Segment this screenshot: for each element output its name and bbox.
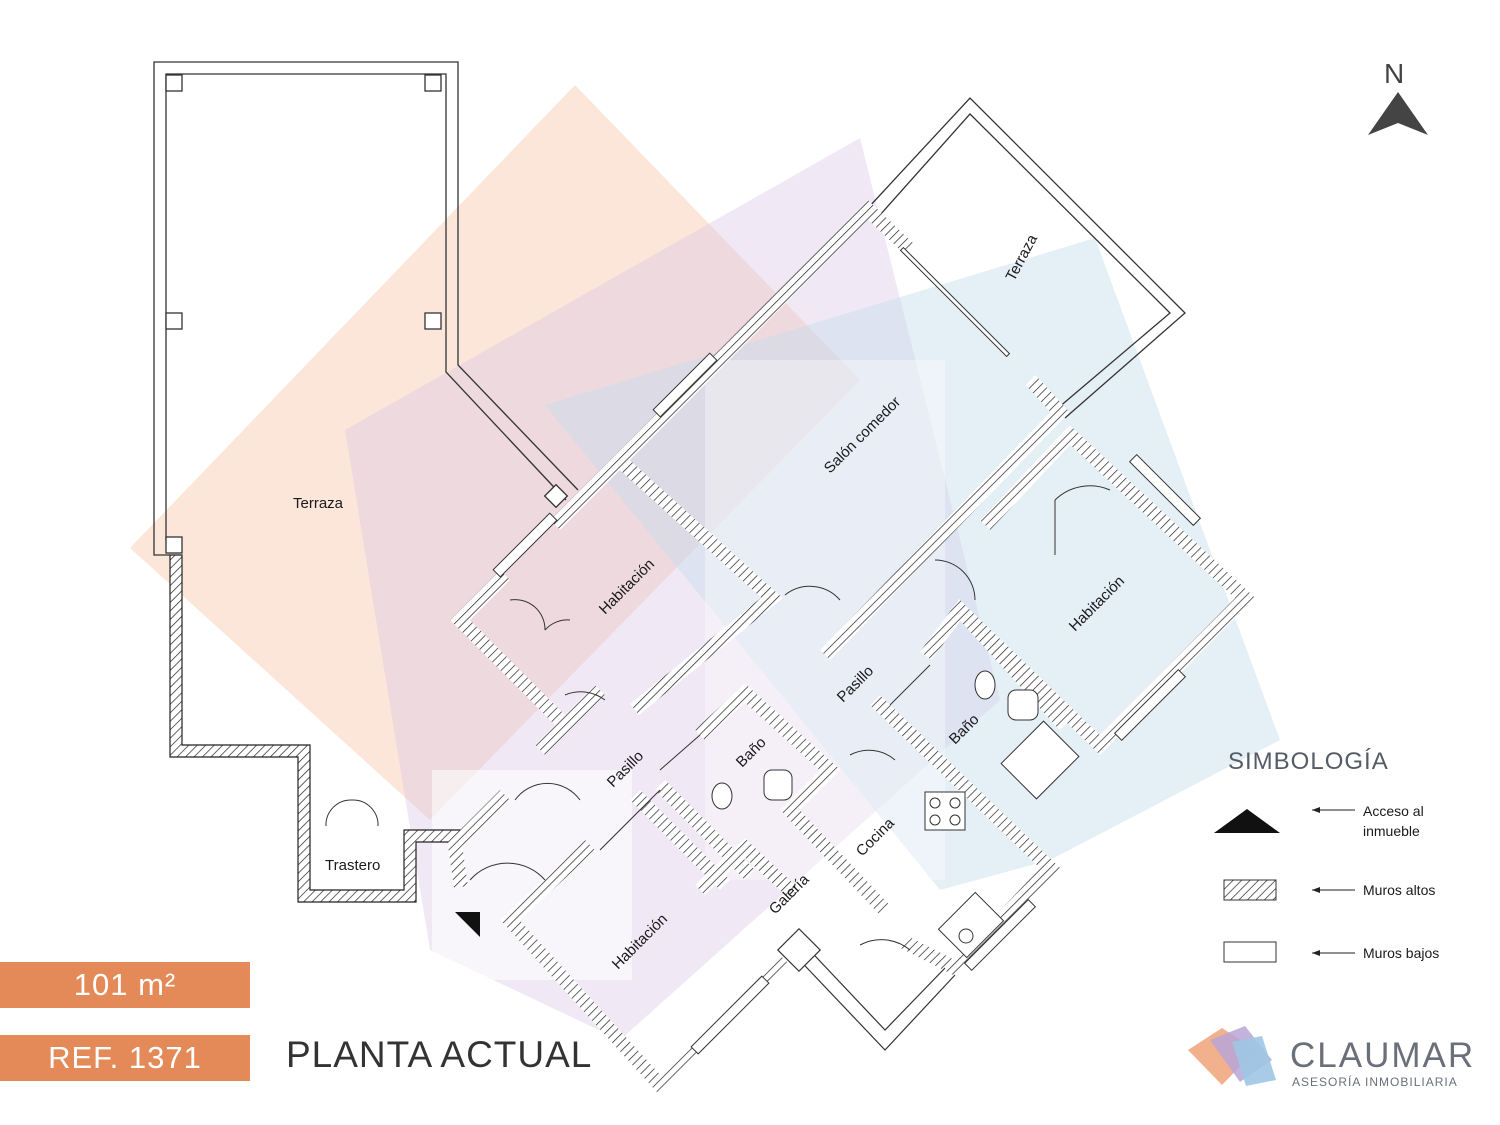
stove-burner — [929, 814, 941, 826]
door-storage-left — [325, 799, 353, 827]
door-entry — [469, 862, 546, 881]
plain-wall-icon — [1223, 941, 1277, 963]
access-triangle-icon — [1214, 809, 1280, 833]
window-bedroom-right — [1128, 453, 1202, 527]
bathroom-right-wall — [920, 599, 1070, 730]
plan-title: PLANTA ACTUAL — [286, 1034, 593, 1075]
sliding-door-living — [899, 246, 1011, 358]
legend-arrowhead — [1312, 887, 1320, 893]
bedroom-ul-north-wall — [550, 430, 650, 530]
terrace-west-outer-wall — [153, 61, 579, 556]
door-bathroom-left — [659, 734, 701, 771]
terrace-northeast — [867, 97, 1186, 419]
door-storage-right — [351, 799, 379, 827]
terrace-column — [165, 312, 183, 330]
label-storage: Trastero — [325, 857, 380, 874]
legend-title: SIMBOLOGÍA — [1228, 748, 1389, 775]
door-gallery — [859, 939, 911, 951]
gallery-pillar — [776, 927, 822, 973]
door-bathroom-right — [934, 559, 976, 601]
sink-left — [763, 769, 793, 801]
gallery-low-walls — [776, 927, 956, 1051]
stove-burner — [949, 814, 961, 826]
entry-walls — [447, 790, 510, 888]
door-swings — [325, 485, 1111, 951]
terrace-column — [424, 74, 442, 92]
claumar-logo-icon — [1188, 1026, 1276, 1086]
terrace-column — [165, 74, 183, 92]
legend-item-access: Acceso al inmueble — [1363, 803, 1424, 839]
dwelling-walls — [447, 200, 1256, 1096]
bedroom-bottom-inner-wall — [630, 790, 730, 890]
north-arrow-icon — [1368, 92, 1428, 135]
stove — [924, 791, 966, 831]
door-bedroom-right — [1054, 485, 1111, 555]
stove-burner — [949, 797, 961, 809]
fixtures — [711, 670, 1080, 959]
background-overlay — [130, 85, 1280, 1040]
door-bedroom-ul-closet — [509, 599, 546, 631]
hatched-wall-icon — [1223, 879, 1277, 901]
stove-burner — [929, 797, 941, 809]
bedroom-ul-inner-wall — [618, 458, 783, 715]
area-badge: 101 m² — [0, 962, 250, 1008]
gallery-low-wall-inner — [799, 939, 946, 1031]
legend-symbols — [1214, 807, 1355, 963]
living-northwest-wall — [640, 200, 878, 440]
legend-item-low-walls: Muros bajos — [1363, 945, 1440, 961]
shower-tray — [1000, 720, 1080, 800]
kitchen-sink-bowl — [958, 928, 974, 944]
bathroom-left-wall — [695, 683, 840, 780]
bathroom-left-south-wall — [655, 780, 755, 880]
window-bedroom-bottom — [690, 975, 770, 1055]
label-terrace-large: Terraza — [293, 495, 344, 512]
toilet-right — [974, 670, 996, 700]
window-bedroom-ul — [492, 512, 558, 578]
living-east-wall — [820, 375, 1070, 660]
door-hall-living — [784, 585, 841, 601]
gallery-low-wall-outer — [789, 949, 956, 1051]
door-kitchen — [849, 749, 896, 761]
window-kitchen — [963, 898, 1037, 972]
terrace-column — [165, 536, 183, 554]
living-northeast-wall — [858, 200, 915, 255]
bedroom-right-walls — [980, 425, 1256, 755]
windows — [492, 246, 1202, 1055]
door-sliding-bedroom-bottom — [599, 789, 661, 851]
entry-north-wall — [535, 700, 590, 755]
brand-name: CLAUMAR — [1290, 1036, 1476, 1075]
door-entry-2 — [514, 782, 581, 801]
legend-item-high-walls: Muros altos — [1363, 882, 1436, 898]
legend-arrowhead — [1312, 950, 1320, 956]
brand-tagline: ASESORÍA INMOBILIARIA — [1292, 1075, 1458, 1089]
legend-arrowhead — [1312, 807, 1320, 813]
reference-badge: REF. 1371 — [0, 1035, 250, 1081]
sink-right — [1007, 689, 1039, 721]
terrace-column — [424, 312, 442, 330]
entry-access-marker — [455, 912, 480, 937]
overlay-orange-shape — [130, 85, 860, 820]
terrace-west — [153, 61, 579, 556]
door-sliding-bathroom — [889, 664, 931, 706]
door-bedroom-ul — [564, 691, 606, 701]
window-bedroom-right-south — [1113, 668, 1187, 742]
north-label: N — [1384, 58, 1405, 89]
terrace-ne-inner-wall — [879, 113, 1171, 409]
window-living — [652, 352, 718, 418]
hall-kitchen-divider — [780, 760, 890, 915]
toilet-left — [711, 782, 733, 810]
kitchen-sink — [937, 891, 1005, 959]
terrace-ne-outer-wall — [867, 97, 1186, 419]
terrace-column — [543, 483, 569, 509]
kitchen-wall — [870, 695, 1060, 977]
door-bedroom-ul-closet-2 — [544, 619, 571, 631]
